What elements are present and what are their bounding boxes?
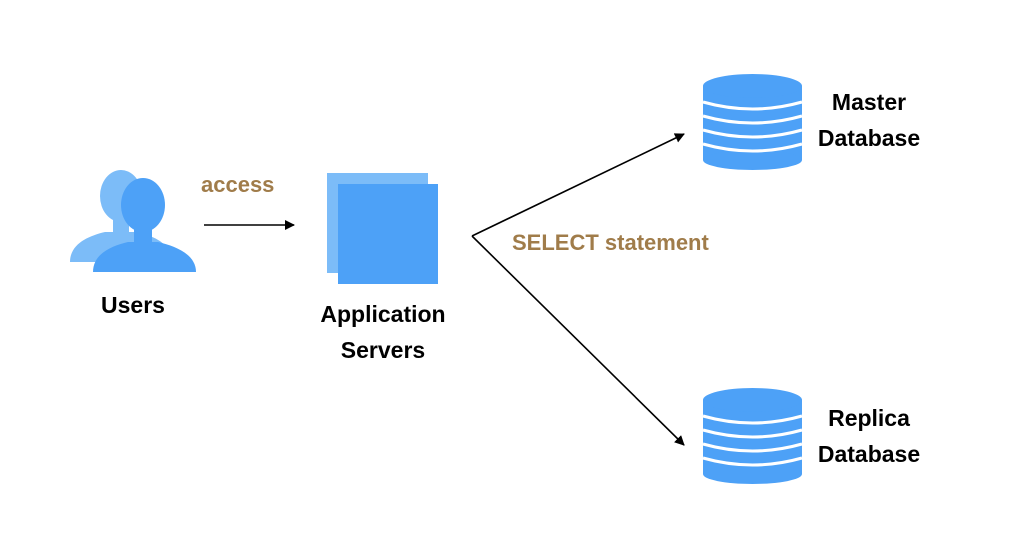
select-statement-label: SELECT statement <box>512 230 709 255</box>
replica-db-label-line1: Replica <box>828 405 910 431</box>
select-arrow-to-replica <box>471 235 685 446</box>
replica-database-icon <box>702 388 803 484</box>
master-db-label-line1: Master <box>831 89 907 115</box>
server-stack-icon <box>327 173 438 284</box>
access-label: access <box>201 172 275 197</box>
master-db-label-line2: Database <box>817 125 921 151</box>
app-servers-label-line2: Servers <box>340 337 426 363</box>
app-servers-label-line1: Application <box>320 301 446 327</box>
select-arrow-to-master <box>471 133 685 237</box>
master-db-label: Master Database <box>800 84 938 156</box>
replica-db-label: Replica Database <box>800 400 938 472</box>
replica-db-label-line2: Database <box>817 441 921 467</box>
users-icon <box>70 170 196 272</box>
master-database-icon <box>702 74 803 170</box>
app-servers-label: Application Servers <box>297 296 469 368</box>
users-label: Users <box>101 292 165 318</box>
